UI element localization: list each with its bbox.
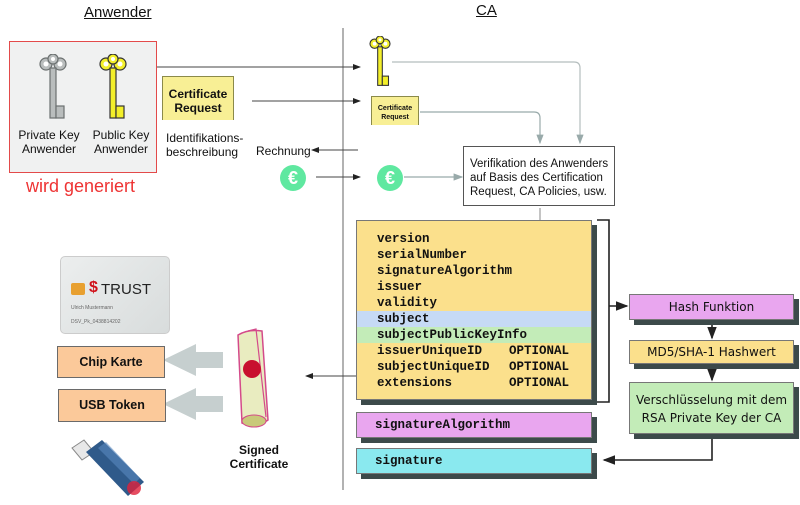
tbs-field-name: version	[377, 232, 430, 246]
tbs-field-optional: OPTIONAL	[509, 344, 570, 358]
tbs-field-row: subject	[357, 311, 591, 327]
ca-public-key-icon	[369, 36, 391, 86]
tbs-field-row: subjectUniqueID OPTIONAL	[357, 359, 591, 375]
card-number: DSV_Pk_0438814202	[71, 319, 121, 325]
tbs-field-row: subjectPublicKeyInfo	[357, 327, 591, 343]
tbs-field-row: signatureAlgorithm	[357, 263, 591, 279]
tbs-field-name: subjectPublicKeyInfo	[377, 328, 528, 342]
tbs-field-name: issuer	[377, 280, 423, 294]
chip-icon	[71, 283, 85, 295]
tbs-field-name: subjectUniqueID	[377, 360, 490, 374]
tbs-bracket	[597, 219, 610, 403]
verification-box: Verifikation des Anwenders auf Basis des…	[463, 146, 615, 206]
generated-note: wird generiert	[26, 176, 136, 196]
chip-card-box: Chip Karte	[57, 346, 165, 378]
usb-token-box: USB Token	[58, 389, 166, 422]
hash-value-box: MD5/SHA-1 Hashwert	[629, 340, 794, 364]
signed-certificate-icon	[237, 328, 269, 428]
tbs-field-optional: OPTIONAL	[509, 360, 570, 374]
header-ca: CA	[476, 2, 497, 19]
tbs-field-row: validity	[357, 295, 591, 311]
public-key-icon	[99, 54, 127, 119]
chip-card-image: $ TRUST Ulrich Mustermann DSV_Pk_0438814…	[60, 256, 170, 334]
arrow-to-chip-card	[163, 344, 223, 376]
signature-box: signature	[356, 448, 592, 474]
card-brand: TRUST	[101, 281, 151, 298]
line-request-to-verification	[420, 111, 544, 145]
euro-icon-ca: €	[377, 165, 403, 191]
identification-label: Identifikations-beschreibung	[166, 131, 244, 159]
tbs-field-name: validity	[377, 296, 438, 310]
tbs-field-name: signatureAlgorithm	[377, 264, 513, 278]
euro-icon-user: €	[280, 165, 306, 191]
arrow-to-signature	[602, 434, 713, 465]
invoice-label: Rechnung	[256, 144, 311, 158]
sparkasse-logo-icon: $	[89, 279, 98, 296]
card-holder: Ulrich Mustermann	[71, 305, 113, 311]
tbs-field-name: serialNumber	[377, 248, 468, 262]
signature-algorithm-box: signatureAlgorithm	[356, 412, 592, 438]
tbs-certificate-box: version serialNumber signatureAlgorithm iss…	[356, 220, 592, 400]
arrow-to-usb-token	[163, 388, 223, 420]
usb-token-image	[71, 439, 144, 496]
line-key-to-verification	[392, 61, 584, 145]
tbs-field-name: extensions	[377, 376, 453, 390]
tbs-field-row: issuer	[357, 279, 591, 295]
header-user: Anwender	[84, 4, 152, 21]
tbs-field-row: issuerUniqueID OPTIONAL	[357, 343, 591, 359]
tbs-field-row: extensions OPTIONAL	[357, 375, 591, 391]
tbs-field-name: issuerUniqueID	[377, 344, 483, 358]
tbs-field-row: version	[357, 231, 591, 247]
tbs-field-optional: OPTIONAL	[509, 376, 570, 390]
tbs-field-name: subject	[377, 312, 430, 326]
tbs-field-row: serialNumber	[357, 247, 591, 263]
private-key-icon	[39, 54, 67, 119]
hash-function-box: Hash Funktion	[629, 294, 794, 320]
